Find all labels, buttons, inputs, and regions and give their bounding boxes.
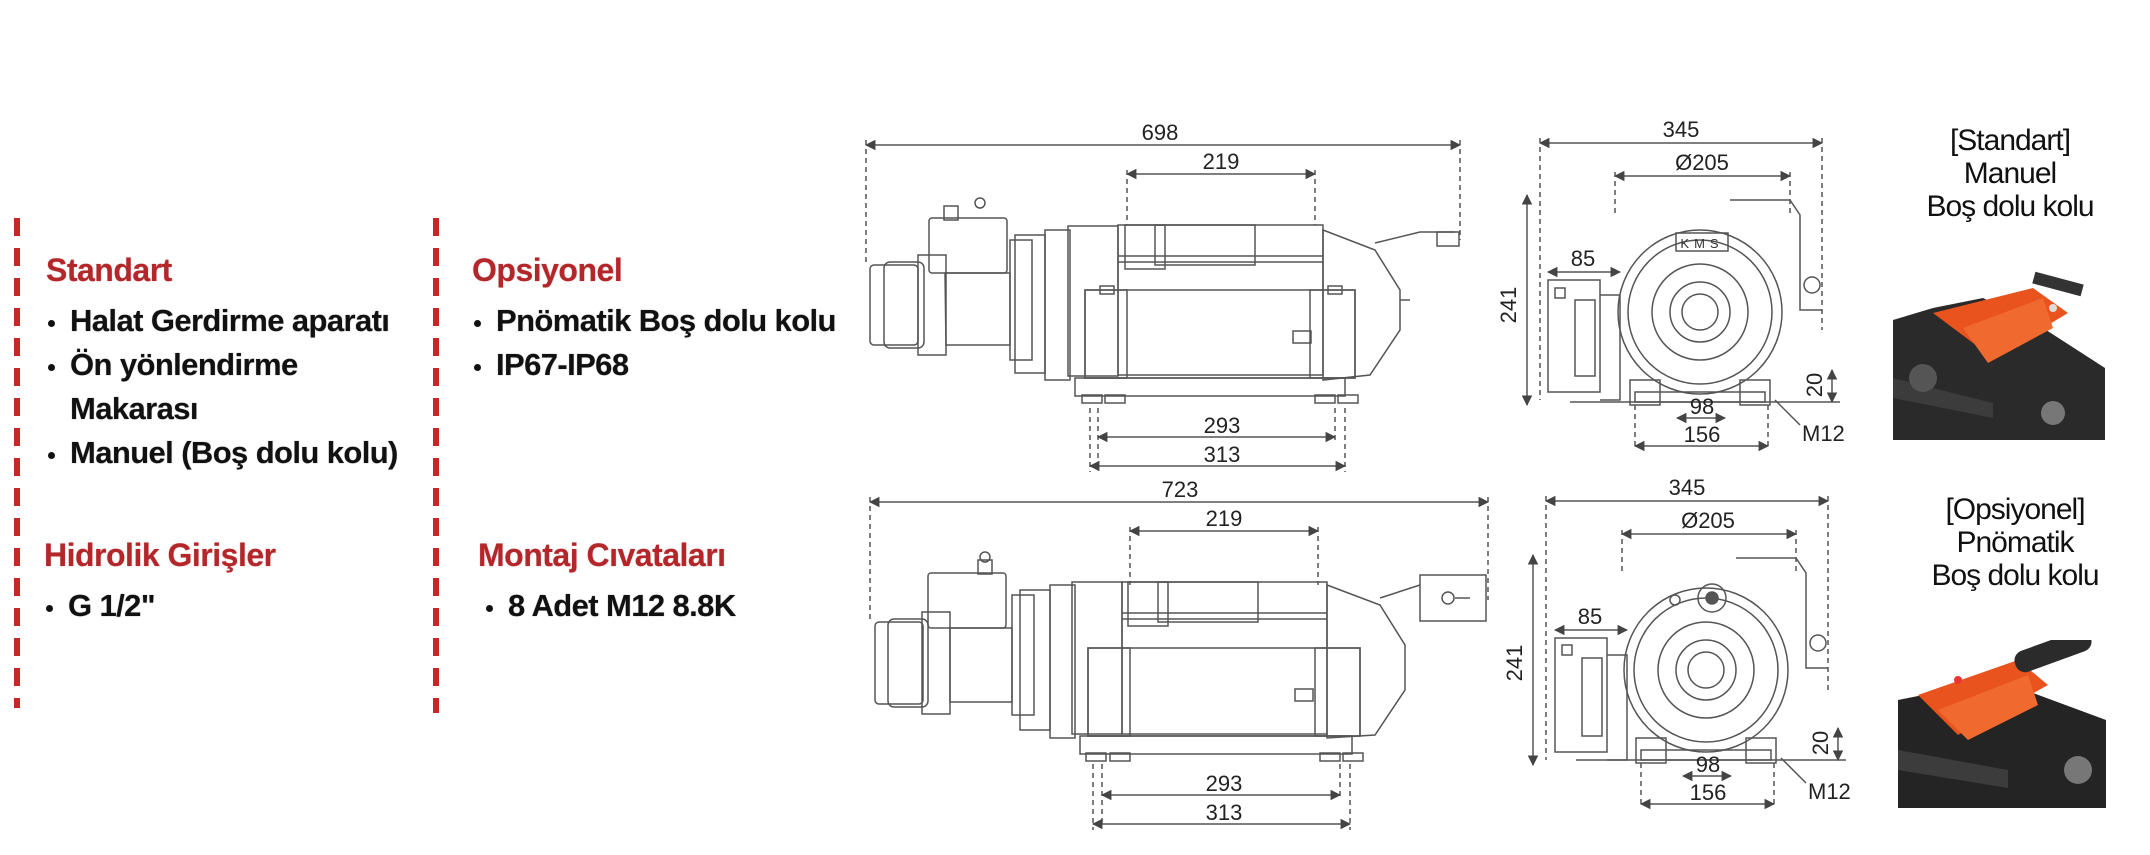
dim-base-inner: 293 — [1206, 771, 1243, 796]
dim-diameter: Ø205 — [1675, 150, 1729, 175]
dim-bolt-outer: 156 — [1684, 422, 1721, 447]
caption-line: Manuel — [1963, 157, 2057, 190]
caption-line: [Opsiyonel] — [1945, 493, 2085, 526]
caption-line: Boş dolu kolu — [1931, 559, 2099, 592]
dim-bolt: M12 — [1808, 779, 1851, 804]
middle-divider — [433, 218, 439, 713]
caption-optional: [Opsiyonel] Pnömatik Boş dolu kolu — [1900, 493, 2130, 592]
standard-list: Halat Gerdirme aparatı Ön yönlendirme Ma… — [46, 299, 398, 475]
dim-bolt-outer: 156 — [1690, 780, 1727, 805]
dim-motor: 85 — [1571, 246, 1595, 271]
mounting-section: Montaj Cıvataları 8 Adet M12 8.8K — [478, 537, 736, 628]
left-divider — [14, 218, 20, 708]
mounting-heading: Montaj Cıvataları — [478, 537, 726, 573]
dim-foot: 20 — [1802, 373, 1827, 397]
dim-drum: 219 — [1203, 149, 1240, 174]
front-logo: KMS — [1680, 236, 1723, 251]
dim-foot: 20 — [1808, 731, 1833, 755]
dim-diameter: Ø205 — [1681, 508, 1735, 533]
optional-section: Opsiyonel Pnömatik Boş dolu kolu IP67-IP… — [472, 252, 836, 387]
dim-overall: 723 — [1162, 477, 1199, 502]
front-view-bottom: 345 Ø205 241 85 98 156 20 M — [1502, 475, 1851, 810]
manual-lever-photo — [1893, 268, 2105, 440]
optional-heading: Opsiyonel — [472, 252, 623, 288]
side-view-bottom: 723 219 29 — [868, 477, 1490, 830]
list-item: Manuel (Boş dolu kolu) — [46, 431, 398, 475]
dim-motor: 85 — [1578, 604, 1602, 629]
side-view-top: 698 219 — [864, 120, 1462, 472]
hydraulic-section: Hidrolik Girişler G 1/2" — [44, 537, 276, 628]
caption-line: Boş dolu kolu — [1926, 190, 2094, 223]
dim-drum: 219 — [1206, 506, 1243, 531]
dim-base-inner: 293 — [1204, 413, 1241, 438]
dim-bolt: M12 — [1802, 421, 1845, 446]
dim-width: 345 — [1669, 475, 1706, 500]
hydraulic-heading: Hidrolik Girişler — [44, 537, 276, 573]
front-view-top: 345 Ø205 241 85 KMS 98 156 20 — [1496, 117, 1845, 452]
list-item: Ön yönlendirme — [46, 343, 398, 387]
hydraulic-list: G 1/2" — [44, 584, 276, 628]
list-item: Halat Gerdirme aparatı — [46, 299, 398, 343]
standard-heading: Standart — [46, 252, 172, 288]
caption-line: Pnömatik — [1956, 526, 2074, 559]
dim-base-outer: 313 — [1206, 800, 1243, 825]
optional-list: Pnömatik Boş dolu kolu IP67-IP68 — [472, 299, 836, 387]
list-item: G 1/2" — [44, 584, 276, 628]
dim-height: 241 — [1496, 287, 1521, 324]
pneumatic-lever-photo — [1898, 640, 2106, 808]
list-item: 8 Adet M12 8.8K — [484, 584, 736, 628]
dim-base-outer: 313 — [1204, 442, 1241, 467]
caption-line: [Standart] — [1949, 124, 2071, 157]
dim-bolt-inner: 98 — [1696, 752, 1720, 777]
dim-width: 345 — [1663, 117, 1700, 142]
standard-section: Standart Halat Gerdirme aparatı Ön yönle… — [46, 252, 398, 475]
list-item: Pnömatik Boş dolu kolu — [472, 299, 836, 343]
dim-bolt-inner: 98 — [1690, 394, 1714, 419]
caption-standard: [Standart] Manuel Boş dolu kolu — [1900, 124, 2120, 223]
dim-height: 241 — [1502, 645, 1527, 682]
dim-overall: 698 — [1142, 120, 1179, 145]
list-item-continued: Makarası — [70, 391, 199, 426]
mounting-list: 8 Adet M12 8.8K — [484, 584, 736, 628]
list-item: IP67-IP68 — [472, 343, 836, 387]
